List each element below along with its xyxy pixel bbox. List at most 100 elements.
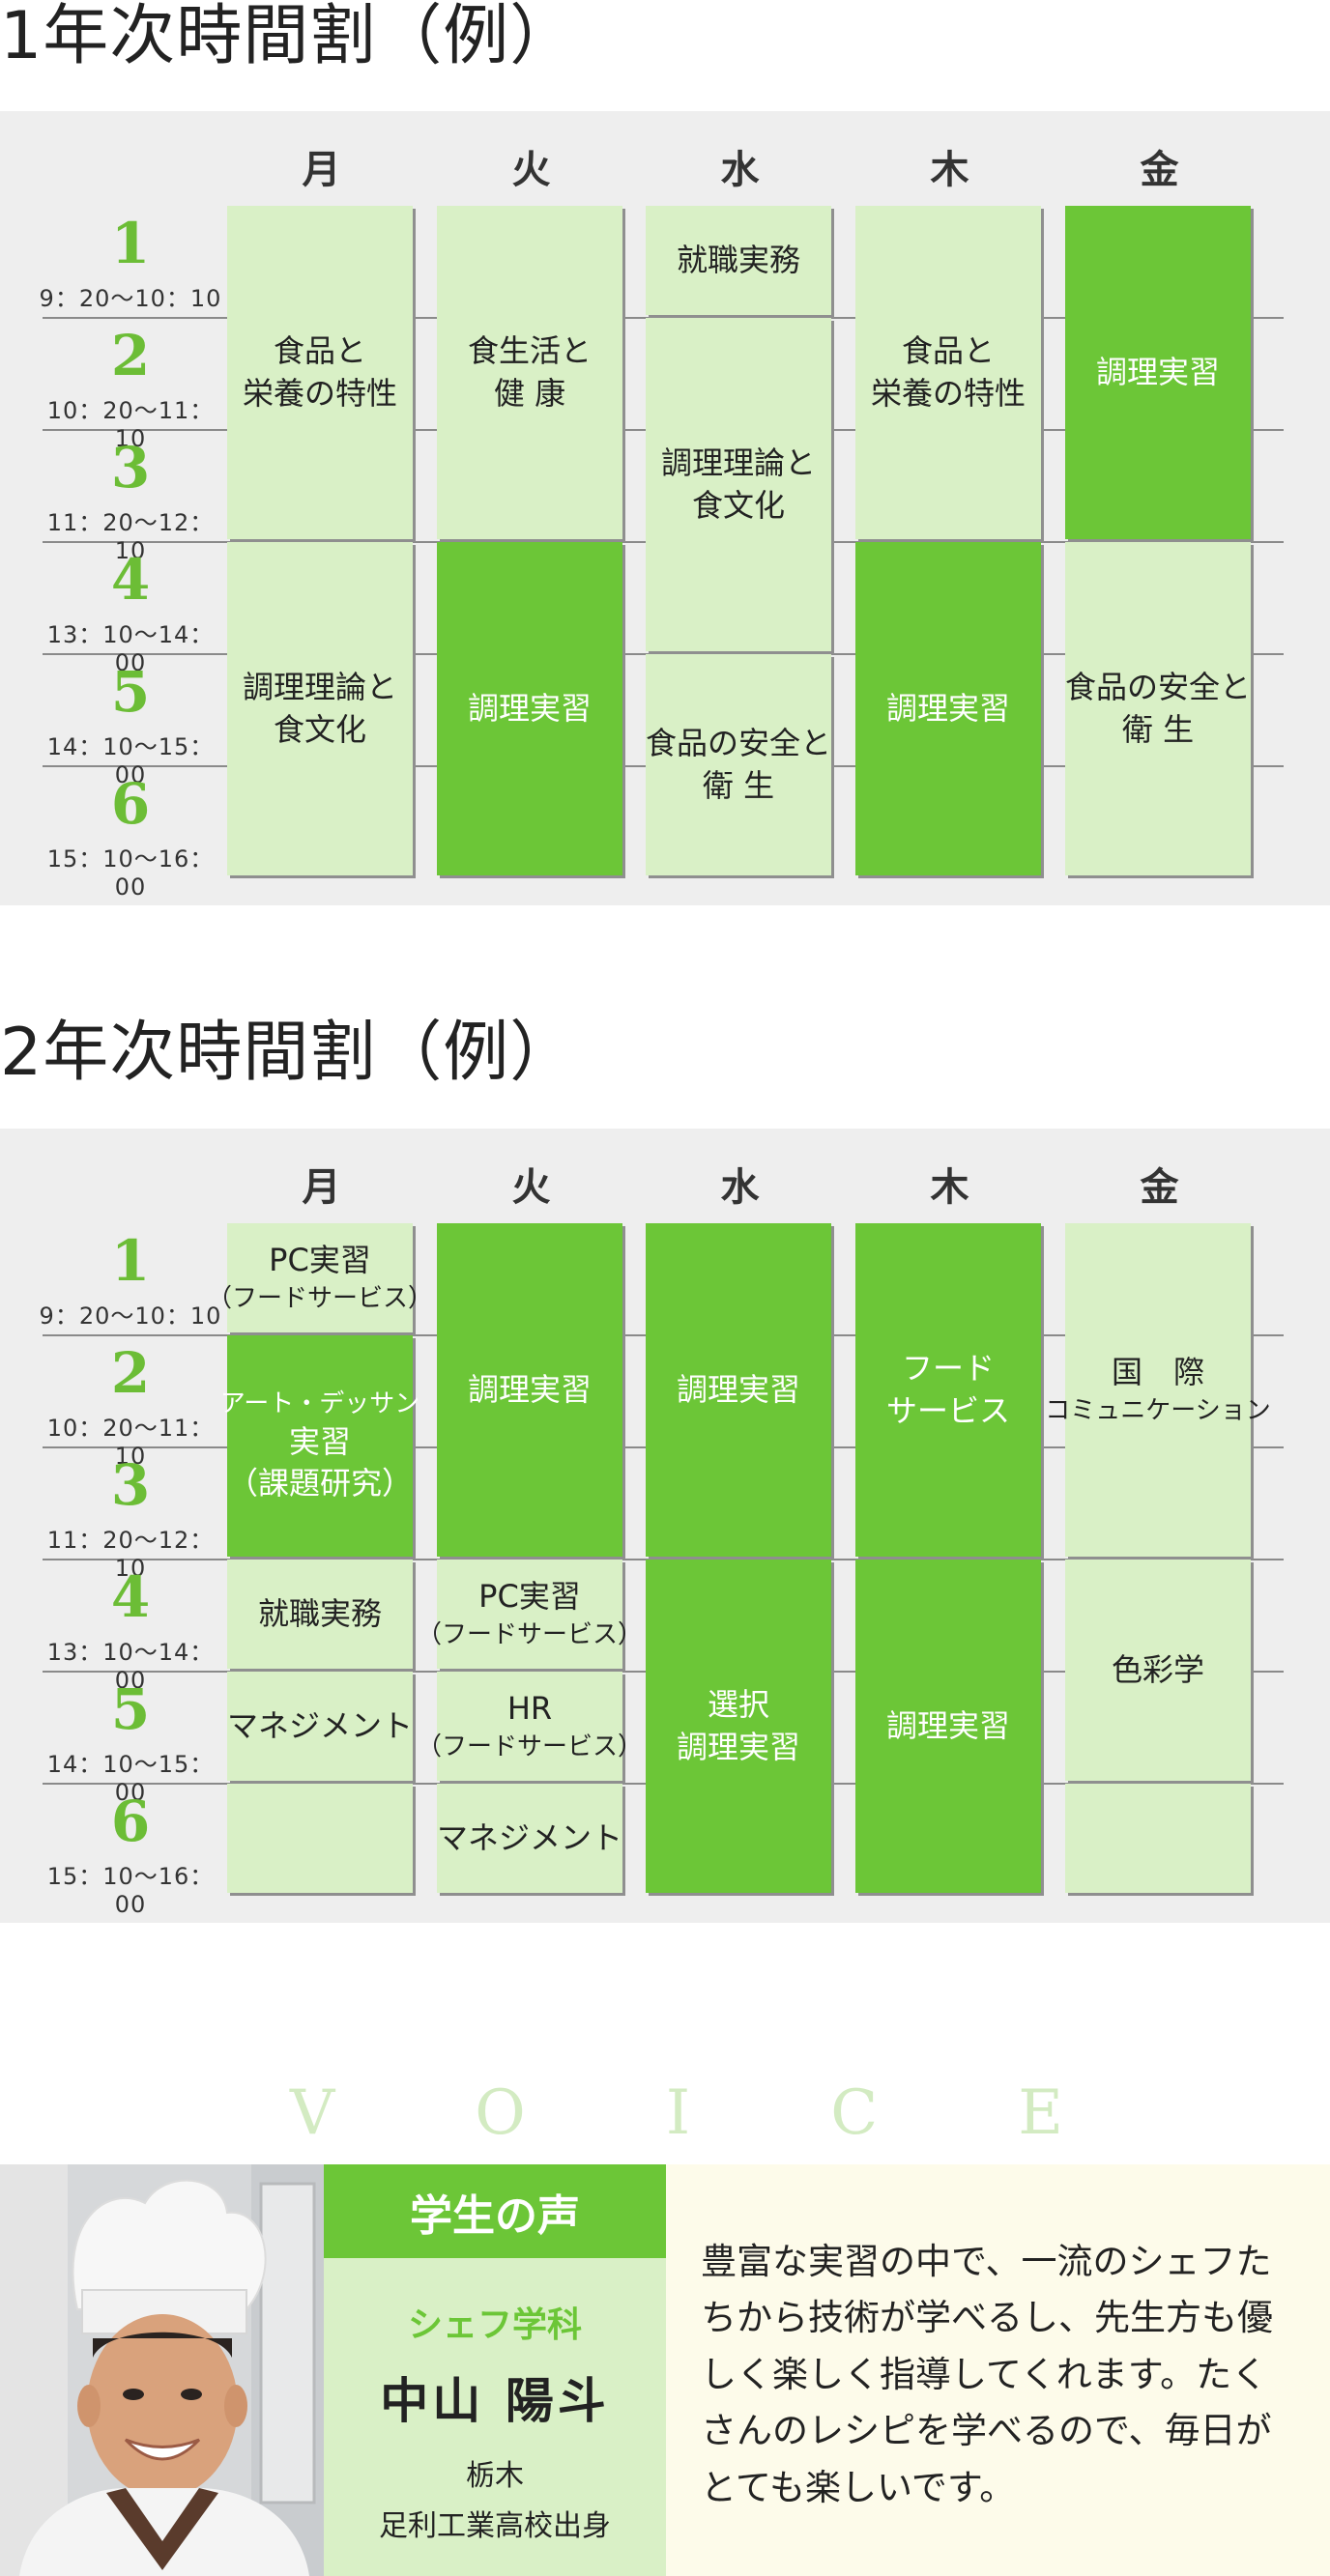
class-cell: PC実習（フードサービス） <box>417 1560 643 1669</box>
period-time: 9：20〜10：10 <box>39 285 222 312</box>
class-name-line: 調理理論と <box>242 669 397 706</box>
period-number: 2 <box>110 323 151 388</box>
class-name-line: 栄養の特性 <box>870 374 1026 412</box>
class-cell <box>1065 1784 1251 1893</box>
class-name-line: 衛 生 <box>1121 710 1195 748</box>
period-time: 14：10〜15：00 <box>46 733 215 788</box>
student-portrait-image <box>0 2164 324 2576</box>
class-name-line: 栄養の特性 <box>242 374 397 412</box>
timetable2-title: 2年次時間割（例） <box>0 1015 577 1091</box>
class-name-line: 調理実習 <box>676 1370 800 1408</box>
period-number: 2 <box>110 1340 151 1406</box>
period-number: 4 <box>110 547 151 613</box>
period-time: 11：20〜12：10 <box>46 1527 215 1582</box>
period-number: 5 <box>110 659 151 725</box>
day-header: 火 <box>511 148 551 192</box>
period-number: 1 <box>110 211 151 276</box>
class-cell: HR （フードサービス） <box>417 1672 643 1781</box>
period-number: 3 <box>110 435 151 501</box>
class-name-line: フード <box>901 1350 995 1388</box>
class-cell: 食品と栄養の特性 <box>227 206 413 539</box>
class-name-line: PC実習 <box>269 1242 371 1279</box>
day-header: 月 <box>302 148 341 192</box>
class-name-line: 就職実務 <box>257 1594 382 1632</box>
class-name-line: 就職実務 <box>676 241 800 278</box>
class-name-line: 食品と <box>273 332 366 370</box>
period-number: 4 <box>110 1564 151 1630</box>
class-cell: 就職実務 <box>646 206 831 315</box>
student-prefecture: 栃木 <box>466 2459 524 2493</box>
class-cell: PC実習 （フードサービス） <box>207 1223 433 1332</box>
class-cell: 調理実習 <box>646 1223 831 1557</box>
period-time: 10：20〜11：10 <box>46 397 215 452</box>
class-name-line: （フードサービス） <box>417 1732 644 1761</box>
class-name-line: 食文化 <box>691 486 785 524</box>
class-name-line: 衛 生 <box>702 766 775 804</box>
class-cell: フードサービス <box>855 1223 1041 1557</box>
class-name-line: 食品の安全と <box>646 725 832 762</box>
voice-letter: I <box>665 2077 691 2149</box>
period-time: 11：20〜12：10 <box>46 509 215 564</box>
period-time: 14：10〜15：00 <box>46 1751 215 1806</box>
class-cell: 食品と栄養の特性 <box>855 206 1041 539</box>
timetable1-title: 1年次時間割（例） <box>0 0 577 74</box>
class-name-line: 食品の安全と <box>1065 669 1252 706</box>
class-name-line: PC実習 <box>478 1578 581 1616</box>
class-name-line: 調理実習 <box>676 1728 800 1765</box>
class-name-line: 実習 <box>288 1422 351 1460</box>
class-name-line: HR <box>506 1690 553 1728</box>
student-photo <box>0 2164 324 2576</box>
period-number: 5 <box>110 1676 151 1742</box>
period-time: 15：10〜16：00 <box>46 1863 215 1918</box>
student-quote: 豊富な実習の中で、一流のシェフたちから技術が学べるし、先生方も優しく楽しく指導し… <box>666 2164 1330 2576</box>
day-header: 木 <box>930 148 969 192</box>
class-name-line: マネジメント <box>227 1706 414 1744</box>
class-name-line: 食生活と <box>467 332 592 370</box>
student-department: シェフ学科 <box>407 2305 582 2345</box>
class-cell: マネジメント <box>437 1784 622 1893</box>
class-name-line: 健 康 <box>493 374 566 412</box>
class-name-line: サービス <box>885 1391 1010 1429</box>
class-name-line: コミュニケーション <box>1045 1395 1271 1425</box>
class-cell: 就職実務 <box>227 1560 413 1669</box>
class-cell <box>227 1784 413 1893</box>
class-cell: 調理実習 <box>855 542 1041 875</box>
class-name-line: 調理理論と <box>660 444 816 482</box>
period-number: 1 <box>110 1228 151 1294</box>
class-name-line: （課題研究） <box>227 1465 414 1503</box>
class-name-line: 食文化 <box>273 710 366 748</box>
class-cell: 調理実習 <box>437 542 622 875</box>
day-header: 水 <box>720 148 760 192</box>
class-name-line: マネジメント <box>437 1818 623 1856</box>
day-header: 金 <box>1140 148 1179 192</box>
class-name-line: 調理実習 <box>467 689 592 727</box>
day-header: 金 <box>1140 1165 1179 1210</box>
voice-letter: V <box>290 2077 335 2149</box>
class-cell: 食品の安全と衛 生 <box>646 654 831 875</box>
class-name-line: （フードサービス） <box>207 1283 434 1313</box>
day-header: 木 <box>930 1165 969 1210</box>
period-time: 9：20〜10：10 <box>39 1302 222 1330</box>
class-name-line: 選択 <box>707 1686 769 1724</box>
voice-letter: O <box>475 2077 526 2149</box>
class-name-line: 調理実習 <box>467 1370 592 1408</box>
class-name-line: 調理実習 <box>885 1706 1010 1744</box>
period-number: 6 <box>110 771 151 837</box>
class-cell: 調理実習 <box>1065 206 1251 539</box>
student-school: 足利工業高校出身 <box>379 2509 611 2543</box>
student-voice-label: 学生の声 <box>324 2164 666 2258</box>
period-time: 10：20〜11：10 <box>46 1415 215 1470</box>
class-cell: 色彩学 <box>1065 1560 1251 1781</box>
day-header: 月 <box>302 1165 341 1210</box>
